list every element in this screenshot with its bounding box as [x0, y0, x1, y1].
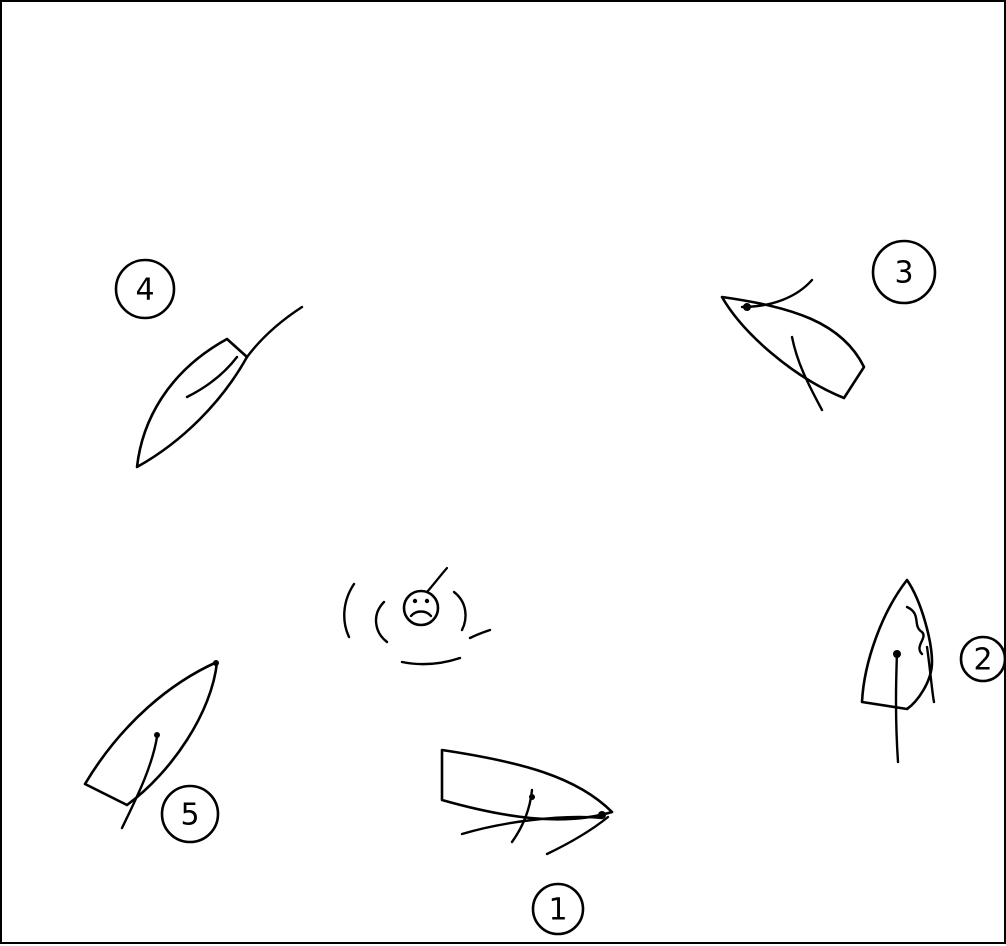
wind-arrow-icon	[506, 12, 592, 106]
position-badge-5: 5	[162, 786, 218, 842]
position-label-1: 1	[548, 893, 567, 928]
boat-1	[442, 750, 612, 854]
position-label-4: 4	[135, 273, 154, 308]
position-badge-2: 2	[961, 637, 1005, 681]
sad-face-icon	[404, 568, 447, 625]
position-badge-1: 1	[533, 884, 583, 934]
position-label-3: 3	[894, 256, 913, 291]
boat-2	[862, 580, 934, 762]
position-label-5: 5	[180, 798, 199, 833]
boat-4	[137, 307, 302, 467]
boat-3	[722, 280, 864, 410]
position-badge-3: 3	[873, 241, 935, 303]
position-label-2: 2	[973, 643, 992, 678]
position-badge-4: 4	[116, 260, 174, 318]
